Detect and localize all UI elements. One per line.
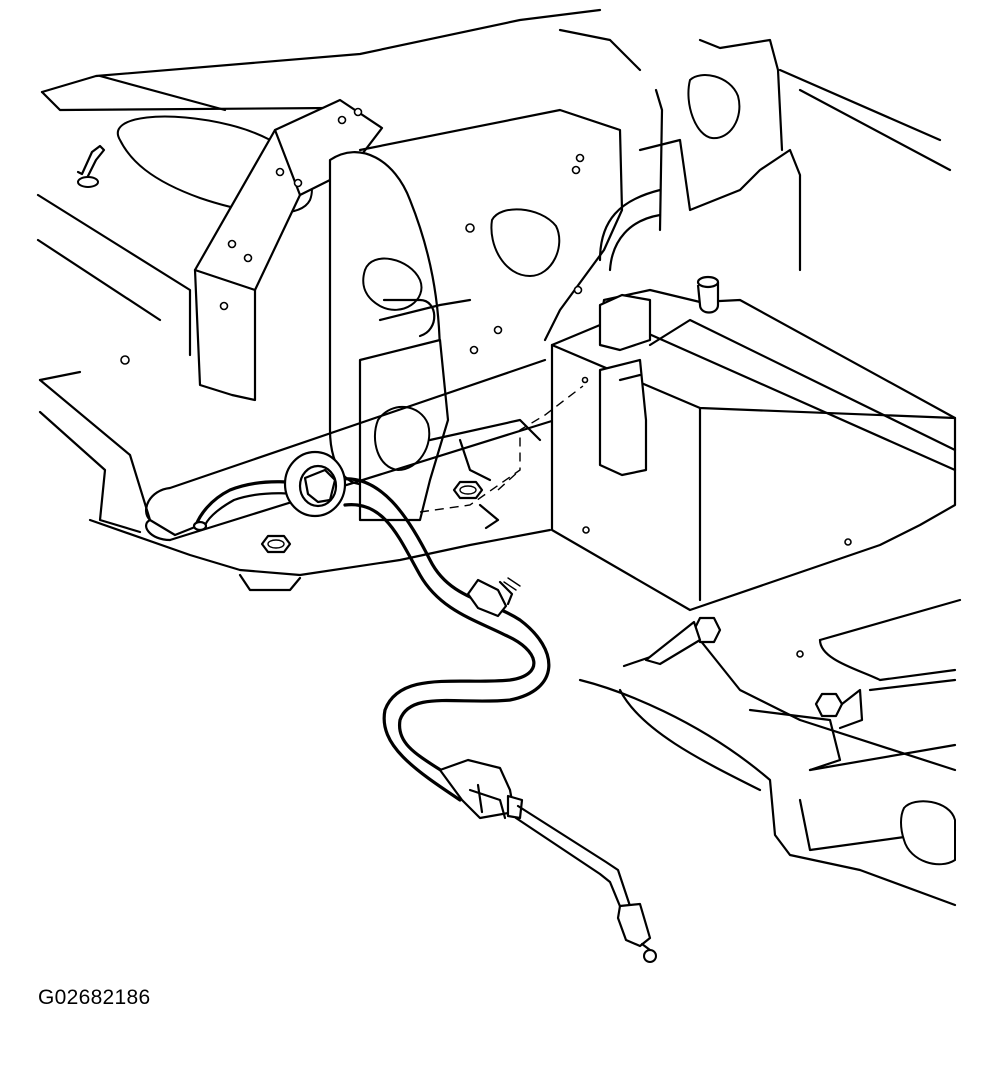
battery-support xyxy=(598,38,952,272)
battery xyxy=(550,275,957,612)
battery-tray xyxy=(578,598,962,907)
alignment-lines xyxy=(419,385,584,513)
tray-bolts xyxy=(644,616,864,730)
figure-id-label: G02682186 xyxy=(38,986,151,1009)
ground-cable xyxy=(192,450,657,963)
engine-block xyxy=(88,108,624,592)
frame-bolts xyxy=(260,438,500,554)
